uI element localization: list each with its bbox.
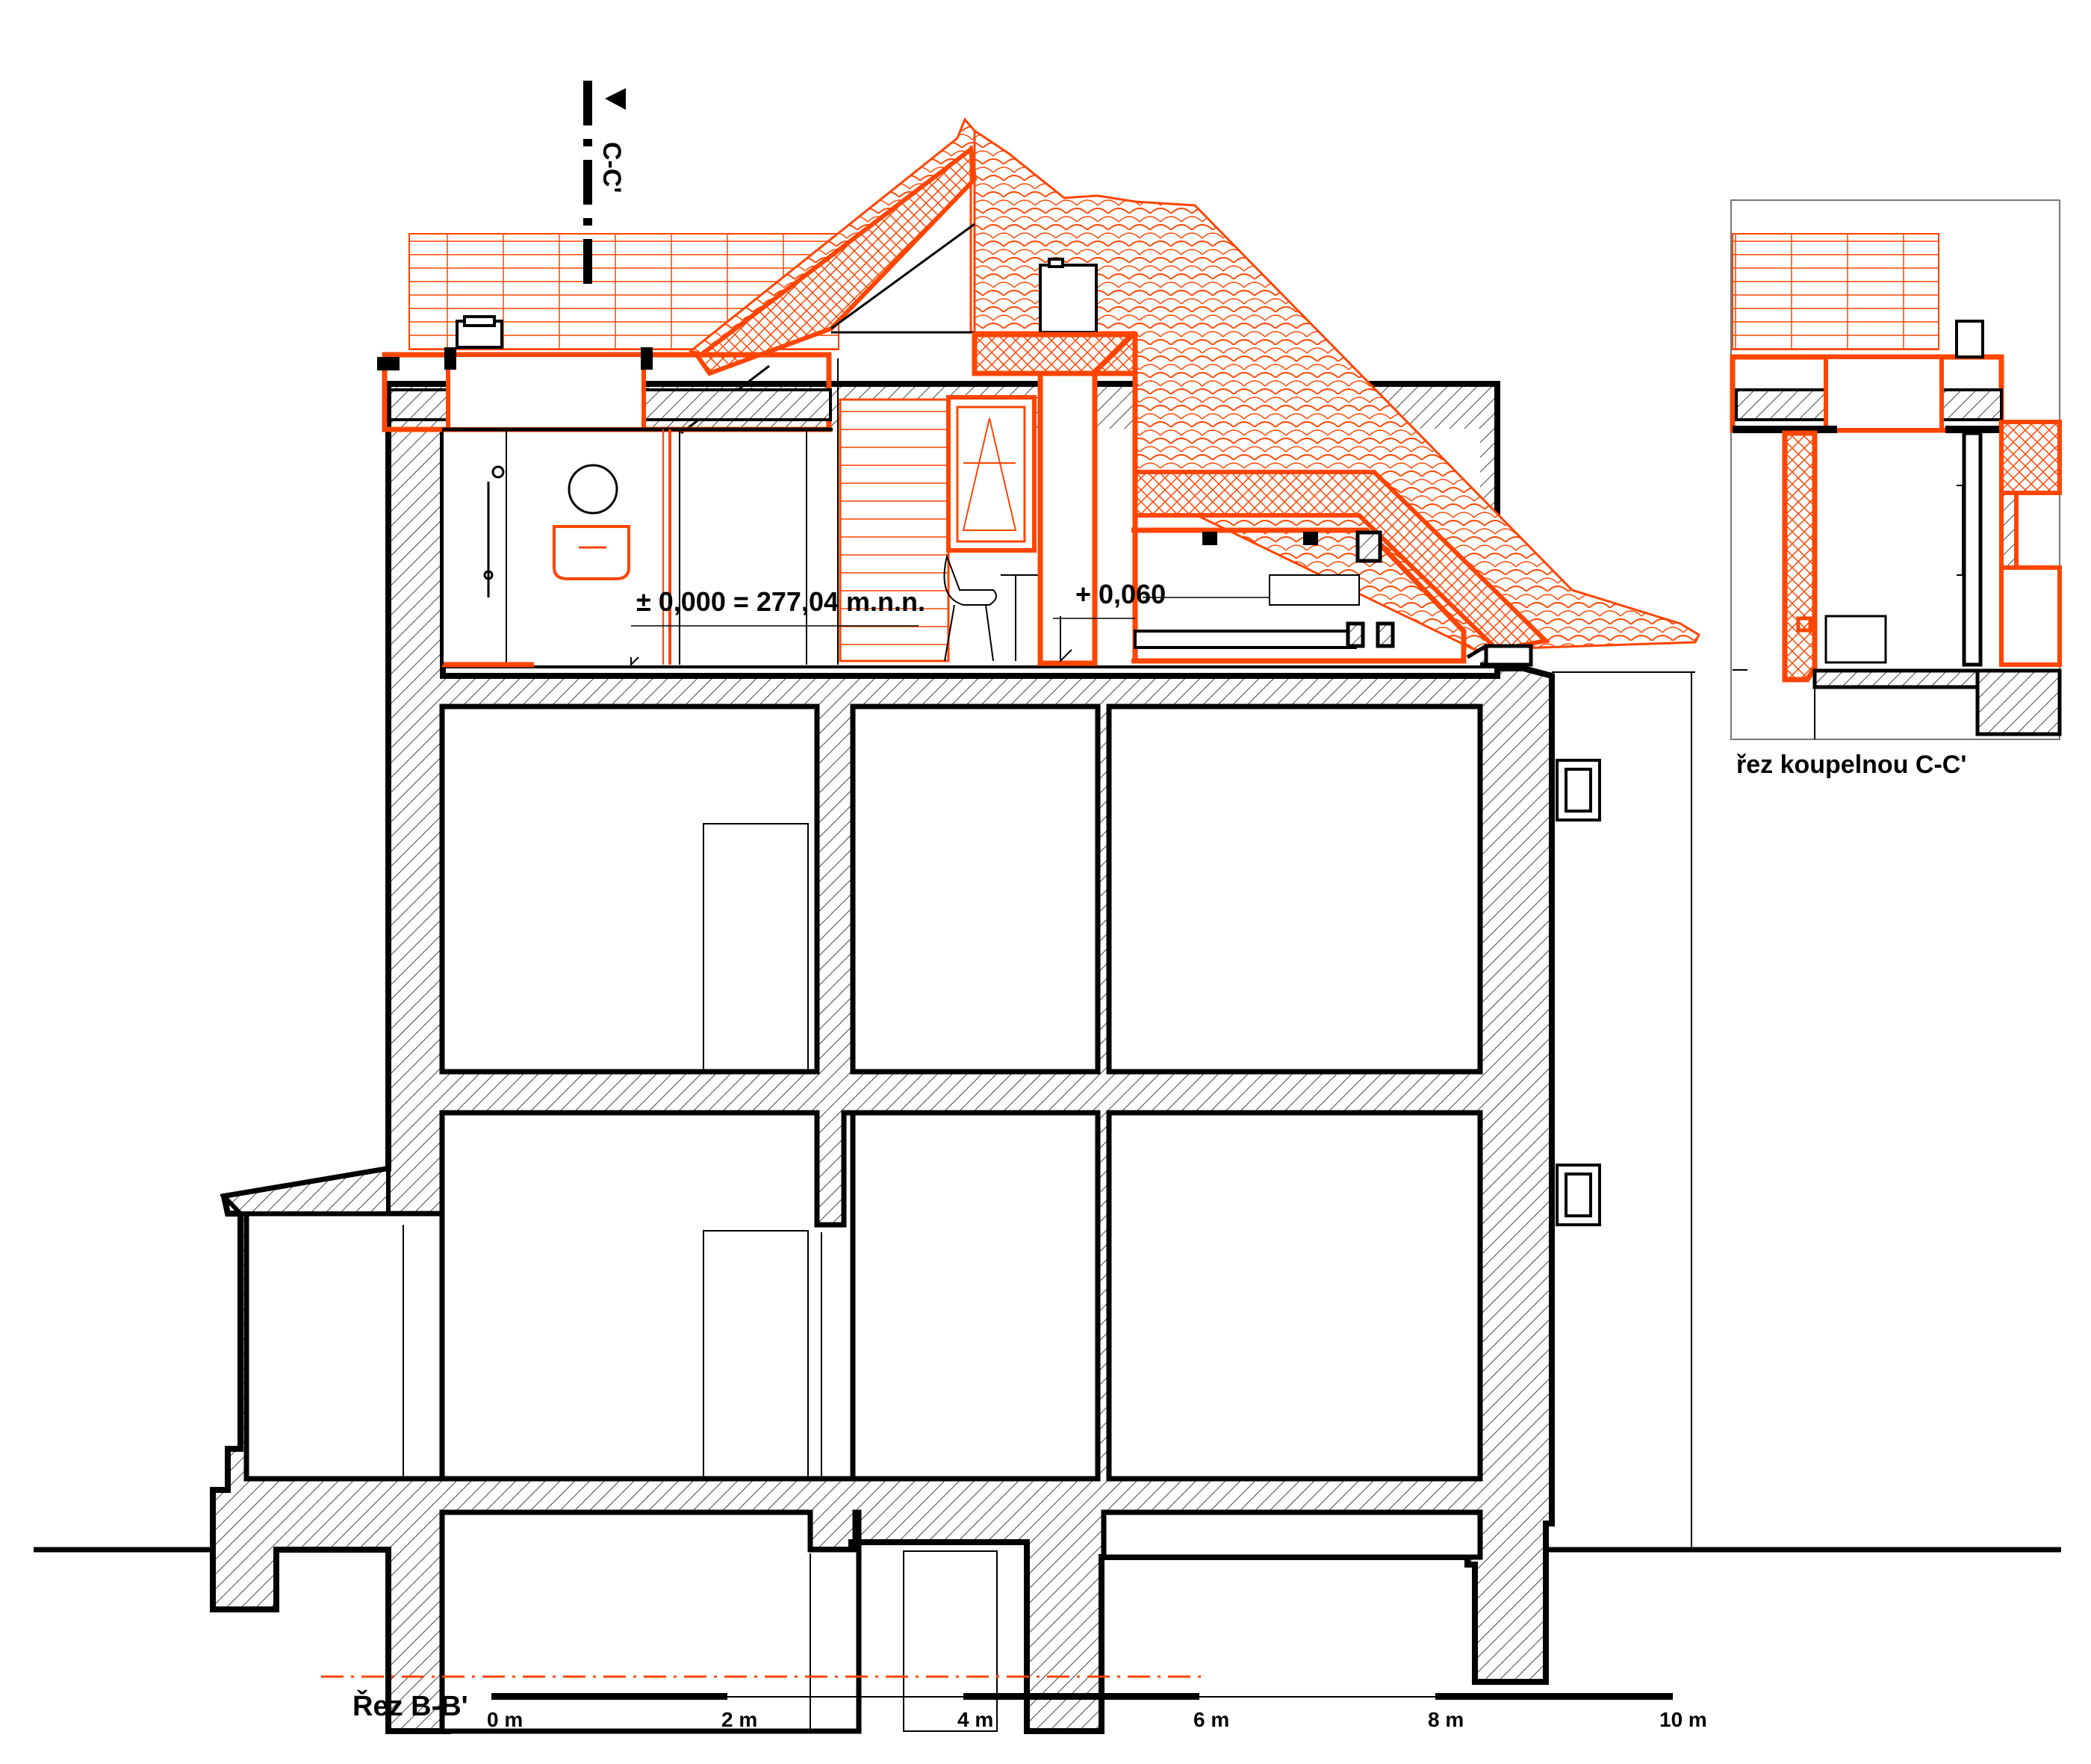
doors — [403, 823, 998, 1732]
scale-tick-4: 8 m — [1428, 1708, 1464, 1731]
datum-level-label: ± 0,000 = 277,04 m.n.n. — [636, 586, 925, 617]
scale-tick-3: 6 m — [1193, 1708, 1229, 1731]
room-1st-floor-mid — [850, 1110, 1101, 1482]
room-1st-floor-left — [400, 1110, 856, 1482]
room-2nd-floor-mid — [850, 704, 1101, 1075]
scale-tick-2: 4 m — [957, 1708, 993, 1731]
shower-icon — [483, 465, 505, 597]
mirror-icon — [568, 464, 618, 515]
pitched-roof — [680, 117, 1700, 653]
bathtub-icon — [1269, 574, 1360, 606]
bath-floor-level-label: + 0,060 — [1075, 579, 1166, 609]
washbasin-icon — [553, 525, 630, 580]
annex-room — [243, 1211, 445, 1482]
stair-panel — [839, 398, 950, 662]
room-2nd-floor-left — [439, 704, 820, 1075]
room-1st-floor-right — [1106, 1110, 1483, 1482]
chimney-stack — [1039, 264, 1098, 334]
section-main-title: Řez B-B' — [352, 1689, 468, 1722]
annex-roof — [219, 1166, 391, 1216]
window-icon — [946, 395, 1037, 553]
attic-interior — [442, 330, 1533, 668]
detail-section: řez koupelnou C-C' — [1730, 199, 2062, 779]
scale-bar: 0 m 2 m 4 m 6 m 8 m 10 m — [487, 1693, 1707, 1731]
attic-flat-roof — [377, 347, 832, 432]
scale-tick-5: 10 m — [1659, 1708, 1707, 1731]
roof-insulation-left — [695, 145, 978, 376]
section-marker-label: C-C' — [597, 142, 626, 193]
section-detail-title: řez koupelnou C-C' — [1736, 751, 1966, 779]
section-marker: C-C' — [583, 81, 626, 291]
basement-room-right — [1101, 1509, 1483, 1560]
room-2nd-floor-right — [1106, 704, 1483, 1075]
scale-tick-0: 0 m — [487, 1708, 523, 1731]
scale-tick-1: 2 m — [721, 1708, 757, 1731]
facade-right — [1552, 671, 1695, 1550]
chimney-column — [1037, 369, 1098, 666]
